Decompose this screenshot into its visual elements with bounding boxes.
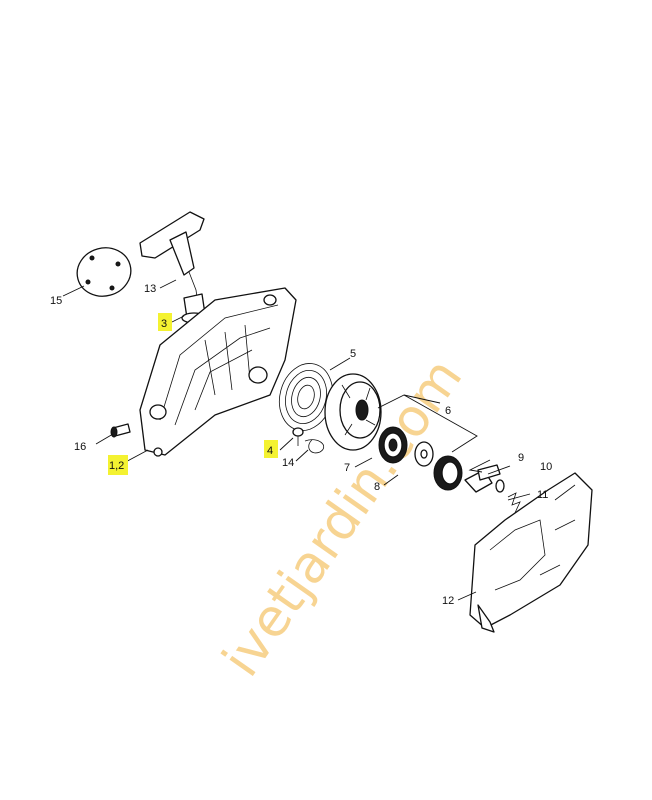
highlight-1-2	[108, 455, 128, 475]
part-9-pawl	[477, 464, 501, 481]
part-12-cover	[469, 472, 593, 633]
label-9: 9	[518, 452, 524, 464]
label-10: 10	[540, 461, 552, 473]
label-13: 13	[144, 283, 156, 295]
part-7-spring	[378, 426, 408, 464]
part-10-washer	[495, 479, 505, 493]
part-1-2-fan-housing	[139, 287, 297, 457]
group-6-bracket	[377, 394, 478, 453]
label-8: 8	[374, 481, 380, 493]
label-16: 16	[74, 441, 86, 453]
label-15: 15	[50, 295, 62, 307]
label-12: 12	[442, 595, 454, 607]
label-11: 11	[537, 489, 548, 501]
part-8-washer	[414, 441, 434, 467]
label-1-2: 1,2	[109, 460, 124, 472]
label-3: 3	[161, 318, 167, 330]
part-15-disc	[76, 247, 132, 297]
label-14: 14	[282, 457, 294, 469]
part-13-start-handle	[139, 211, 205, 306]
part-number-labels: 15 13 3 5 6 16 1,2 4 14 7 8 9 10 11 12	[50, 283, 552, 607]
part-4-screw	[292, 427, 304, 446]
label-5: 5	[350, 348, 356, 360]
label-7: 7	[344, 462, 350, 474]
part-16-screw	[110, 423, 131, 438]
rope-rotor	[324, 373, 382, 451]
highlight-4	[264, 440, 278, 458]
part-14-rope	[304, 439, 325, 454]
highlight-3	[158, 313, 172, 331]
label-6: 6	[445, 405, 451, 417]
label-4: 4	[267, 445, 273, 457]
